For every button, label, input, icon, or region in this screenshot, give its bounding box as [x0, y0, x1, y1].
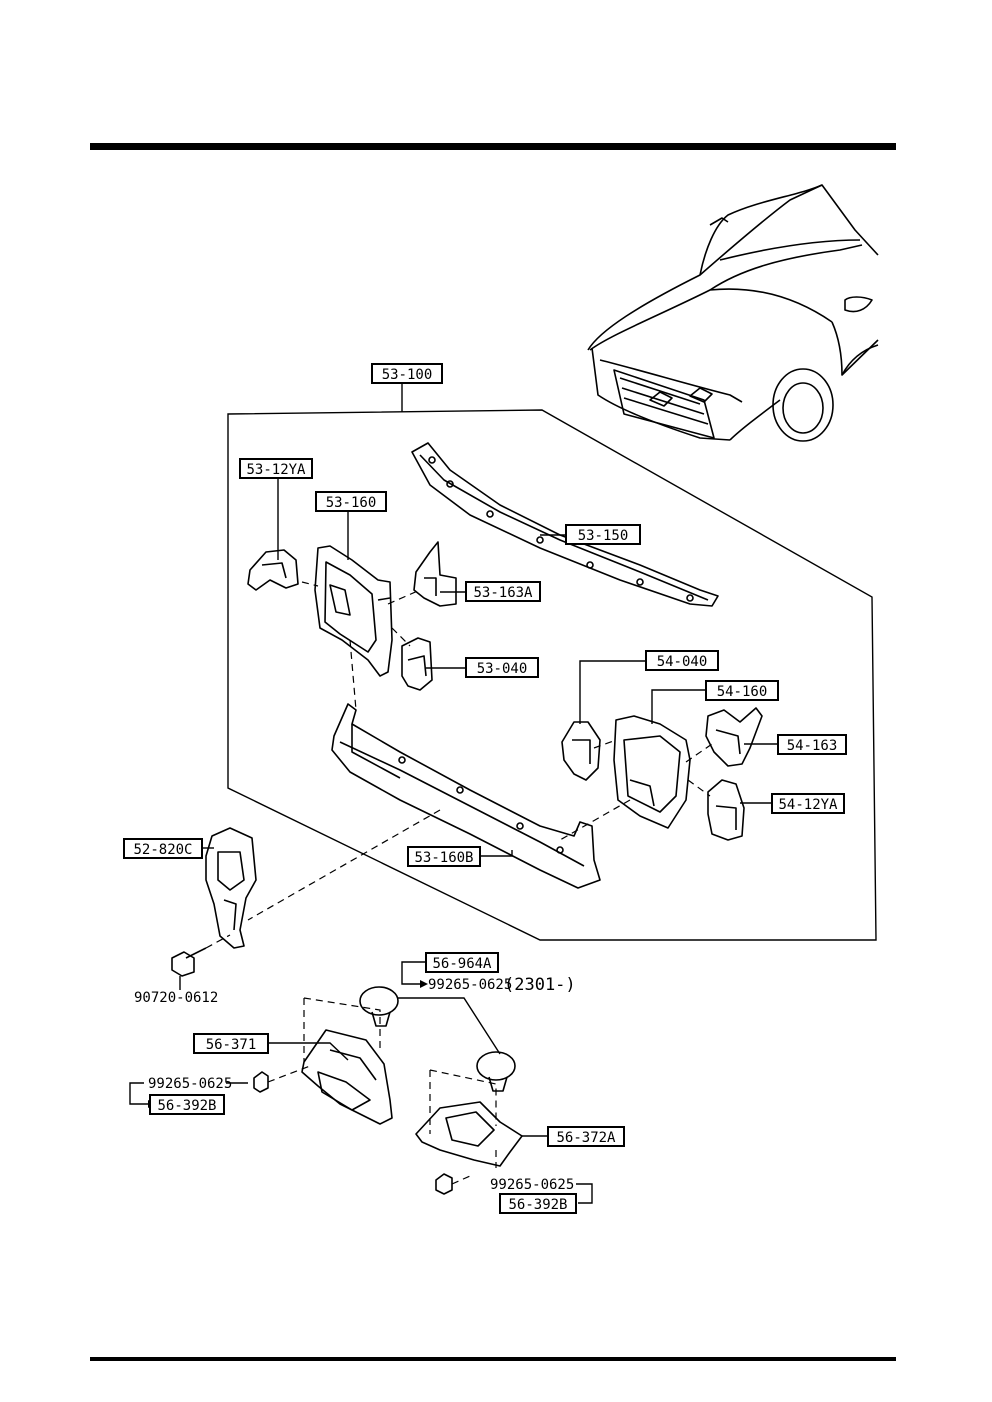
leader-lines	[129, 478, 778, 1204]
label-54-160: 54-160	[717, 684, 768, 700]
label-56-371: 56-371	[206, 1037, 257, 1053]
label-56-964A: 56-964A	[432, 956, 492, 972]
plug-cap-upper	[359, 986, 399, 1027]
top-rule	[90, 143, 896, 150]
label-56-372A: 56-372A	[556, 1130, 616, 1146]
clip-screw-left	[253, 1071, 269, 1093]
under-cover-56-371	[301, 1029, 393, 1125]
label-56-392B-right: 56-392B	[508, 1197, 567, 1213]
clip-screw-right	[435, 1173, 453, 1195]
label-54-163: 54-163	[787, 738, 838, 754]
left-headlamp-mount-53-160	[314, 545, 393, 677]
label-clip-99265-0625-top: 99265-0625	[428, 977, 512, 993]
assembly-dashed-lines	[205, 581, 713, 1185]
label-bolt-90720-0612: 90720-0612	[134, 990, 218, 1006]
label-56-392B-left: 56-392B	[157, 1098, 216, 1114]
label-54-12YA: 54-12YA	[778, 797, 838, 813]
bracket-54-12YA	[707, 779, 745, 841]
label-53-160: 53-160	[326, 495, 377, 511]
hood-latch-52-820C	[205, 827, 257, 949]
label-53-150: 53-150	[578, 528, 629, 544]
label-clip-99265-0625-left: 99265-0625	[148, 1076, 232, 1092]
assembly-outline	[227, 409, 877, 941]
label-53-12YA: 53-12YA	[246, 462, 306, 478]
label-clip-99265-0625-right: 99265-0625	[490, 1177, 574, 1193]
label-53-163A: 53-163A	[473, 585, 533, 601]
label-52-820C: 52-820C	[133, 842, 192, 858]
bracket-54-040	[561, 721, 601, 781]
bottom-rule	[90, 1357, 896, 1361]
bolt-90720-0612	[171, 947, 207, 990]
bracket-53-12YA	[247, 549, 299, 591]
vehicle-locator-illustration	[587, 184, 879, 442]
bracket-53-040	[401, 637, 433, 691]
label-54-040: 54-040	[657, 654, 708, 670]
right-headlamp-mount-54-160	[613, 715, 691, 829]
label-53-160B: 53-160B	[414, 850, 473, 866]
plug-cap-lower	[476, 1051, 516, 1092]
lower-crossmember-53-160B	[331, 703, 601, 889]
bracket-53-163A	[413, 541, 457, 607]
upper-tie-bar-53-150	[411, 442, 719, 607]
bracket-54-163	[705, 707, 763, 767]
serial-range-note: (2301-)	[504, 975, 576, 995]
label-53-040: 53-040	[477, 661, 528, 677]
label-53-100: 53-100	[382, 367, 433, 383]
under-cover-56-372A	[415, 1101, 523, 1167]
